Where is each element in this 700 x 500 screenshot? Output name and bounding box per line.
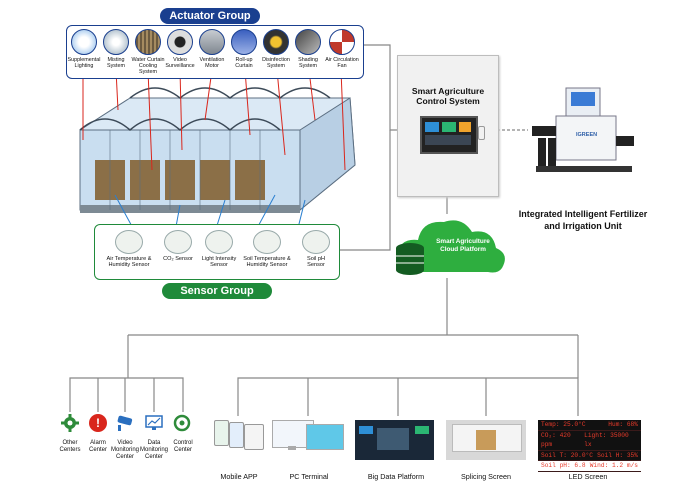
- air-temp-humidity-sensor-icon: [115, 230, 143, 254]
- actuator-shading-system: Shading System: [291, 29, 325, 69]
- gear-icon: [61, 414, 79, 432]
- center-control: Control Center: [173, 440, 193, 453]
- light-sensor-icon: [205, 230, 233, 254]
- big-data-platform-illustration: [355, 420, 434, 460]
- monitor-chart-icon: [144, 414, 164, 432]
- mobile-app-illustration: [214, 420, 264, 460]
- cctv-camera-icon: [115, 414, 135, 432]
- device-splicing-screen: Splicing Screen: [461, 472, 511, 481]
- control-system-cabinet: Smart Agriculture Control System: [397, 55, 499, 197]
- sensor-group-title: Sensor Group: [162, 283, 272, 299]
- soil-temp-humidity-sensor-icon: [253, 230, 281, 254]
- mist-nozzle-icon: [103, 29, 129, 55]
- camera-icon: [167, 29, 193, 55]
- control-system-title: Smart Agriculture Control System: [411, 86, 485, 106]
- irrigation-unit-label: Integrated Intelligent Fertilizer and Ir…: [518, 209, 648, 231]
- sensor-soil-ph: Soil pH Sensor: [299, 230, 333, 269]
- cloud-platform-icon: [396, 220, 505, 275]
- soil-ph-sensor-icon: [302, 230, 330, 254]
- sensor-air-temp-humidity: Air Temperature & Humidity Sensor: [101, 230, 157, 269]
- sensor-group-panel: Air Temperature & Humidity Sensor CO₂ Se…: [94, 224, 340, 280]
- center-video-monitoring: Video Monitoring Center: [110, 440, 139, 460]
- cabinet-handle: [478, 126, 485, 140]
- pc-terminal-illustration: [272, 420, 344, 460]
- water-curtain-icon: [135, 29, 161, 55]
- actuator-water-curtain: Water Curtain Cooling System: [131, 29, 165, 75]
- cloud-platform-label: Smart Agriculture Cloud Platform: [436, 238, 490, 253]
- actuator-supplemental-lighting: Supplemental Lighting: [67, 29, 101, 69]
- lamp-icon: [71, 29, 97, 55]
- center-data-monitoring: Data Monitoring Center: [139, 440, 168, 460]
- alarm-icon: !: [89, 414, 107, 432]
- irrigation-unit-illustration: [532, 87, 634, 172]
- roll-curtain-icon: [231, 29, 257, 55]
- device-pc-terminal: PC Terminal: [289, 472, 329, 481]
- shading-icon: [295, 29, 321, 55]
- disinfection-icon: [263, 29, 289, 55]
- actuator-misting-system: Misting System: [99, 29, 133, 69]
- actuator-group-title: Actuator Group: [160, 8, 260, 24]
- fan-icon: [329, 29, 355, 55]
- greenhouse-illustration: [79, 87, 356, 213]
- center-alarm: Alarm Center: [88, 440, 107, 453]
- actuator-video-surveillance: Video Surveillance: [163, 29, 197, 69]
- actuator-roll-up-curtain: Roll-up Curtain: [227, 29, 261, 69]
- actuator-air-circulation-fan: Air Circulation Fan: [325, 29, 359, 69]
- motor-icon: [199, 29, 225, 55]
- irrigation-brand: IGREEN: [576, 132, 598, 138]
- touch-screen-display: [420, 116, 478, 154]
- co2-sensor-icon: [164, 230, 192, 254]
- splicing-screen-illustration: [446, 420, 526, 460]
- device-mobile-app: Mobile APP: [220, 472, 258, 481]
- sensor-co2: CO₂ Sensor: [161, 230, 195, 262]
- control-refresh-icon: [173, 414, 191, 432]
- actuator-group-panel: Supplemental Lighting Misting System Wat…: [66, 25, 364, 79]
- center-other: Other Centers: [59, 440, 81, 453]
- actuator-ventilation-motor: Ventilation Motor: [195, 29, 229, 69]
- sensor-soil-temp-humidity: Soil Temperature & Humidity Sensor: [239, 230, 295, 269]
- device-led-screen: LED Screen: [568, 472, 608, 481]
- device-big-data-platform: Big Data Platform: [367, 472, 425, 481]
- sensor-light-intensity: Light Intensity Sensor: [199, 230, 239, 269]
- actuator-disinfection-system: Disinfection System: [259, 29, 293, 69]
